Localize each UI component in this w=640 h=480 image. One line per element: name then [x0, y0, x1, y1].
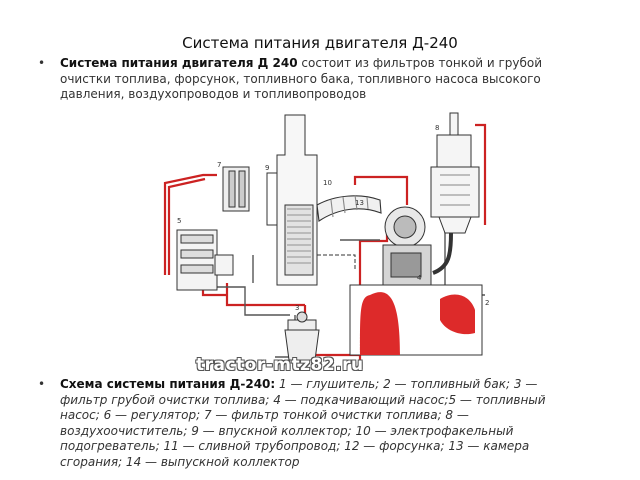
- site-watermark: tractor-mtz82.ru: [196, 355, 364, 375]
- bullet-text: Система питания двигателя Д 240 состоит …: [60, 56, 583, 103]
- callout-labels: 5 7 9 10 13 8 3 4 2: [177, 124, 489, 312]
- callout-label: 4: [417, 274, 422, 282]
- bullet-body: состоит из фильтров тонкой и грубой очис…: [60, 56, 543, 101]
- fine-filter: [222, 166, 250, 212]
- fuel-system-diagram: 5 7 9 10 13 8 3 4 2: [163, 112, 489, 365]
- callout-label: 8: [435, 124, 439, 132]
- callout-label: 9: [265, 164, 269, 172]
- callout-label: 3: [295, 304, 299, 312]
- fuel-tank: [349, 284, 483, 356]
- callout-label: 13: [355, 199, 364, 207]
- slide-title: Система питания двигателя Д-240: [182, 34, 458, 52]
- callout-label: 2: [485, 299, 489, 307]
- bullet-text: Схема системы питания Д-240: 1 — глушите…: [60, 377, 583, 470]
- injection-pump: [176, 229, 234, 291]
- exhaust-pipe: [317, 254, 356, 270]
- engine-cylinder: [266, 114, 318, 286]
- air-cleaner: [430, 112, 480, 234]
- bullet-bold-lead: Система питания двигателя Д 240: [60, 56, 298, 70]
- bullet-legend: • Схема системы питания Д-240: 1 — глуши…: [38, 377, 583, 470]
- coarse-filter: [284, 311, 320, 361]
- bullet-bold-lead: Схема системы питания Д-240:: [60, 377, 276, 391]
- bullet-marker: •: [38, 56, 46, 70]
- callout-label: 10: [323, 179, 332, 187]
- bullet-marker: •: [38, 377, 46, 391]
- air-duct: [432, 232, 453, 275]
- bullet-legend-body: 1 — глушитель; 2 — топливный бак; 3 — фи…: [60, 377, 546, 469]
- feed-pump-assembly: [382, 206, 432, 286]
- intake-manifold: [316, 194, 382, 222]
- callout-label: 7: [217, 161, 221, 169]
- callout-label: 5: [177, 217, 181, 225]
- bullet-description: • Система питания двигателя Д 240 состои…: [38, 56, 583, 103]
